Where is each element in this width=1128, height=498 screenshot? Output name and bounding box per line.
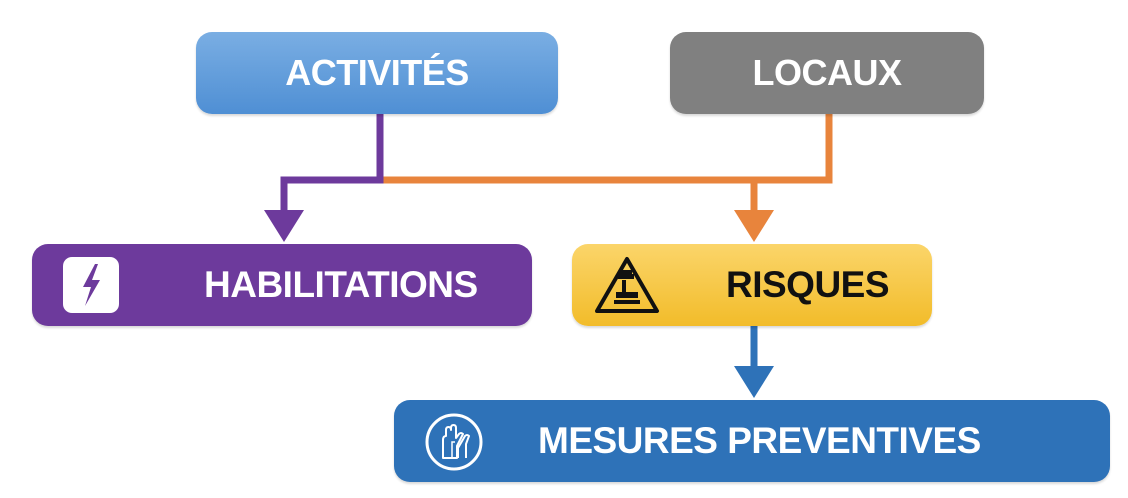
locaux-to-risques-connector [750, 114, 833, 214]
node-risques-label: RISQUES [726, 264, 890, 305]
node-risques: RISQUES [572, 244, 932, 326]
risques-arrowhead [734, 210, 774, 242]
activites-to-habilitations-connector [280, 114, 384, 214]
node-mesures: MESURES PREVENTIVES [394, 400, 1110, 482]
protective-gloves-icon [424, 412, 484, 472]
node-habilitations-label: HABILITATIONS [204, 264, 478, 305]
mesures-arrowhead [734, 366, 774, 398]
hand-crush-warning-icon [594, 256, 660, 314]
node-activites: ACTIVITÉS [196, 32, 558, 114]
node-locaux-label: LOCAUX [752, 52, 903, 93]
lightning-bolt-icon [62, 256, 120, 314]
node-mesures-label: MESURES PREVENTIVES [538, 420, 981, 461]
habilitations-arrowhead [264, 210, 304, 242]
node-locaux: LOCAUX [670, 32, 984, 114]
node-habilitations: HABILITATIONS [32, 244, 532, 326]
node-activites-label: ACTIVITÉS [285, 52, 469, 93]
